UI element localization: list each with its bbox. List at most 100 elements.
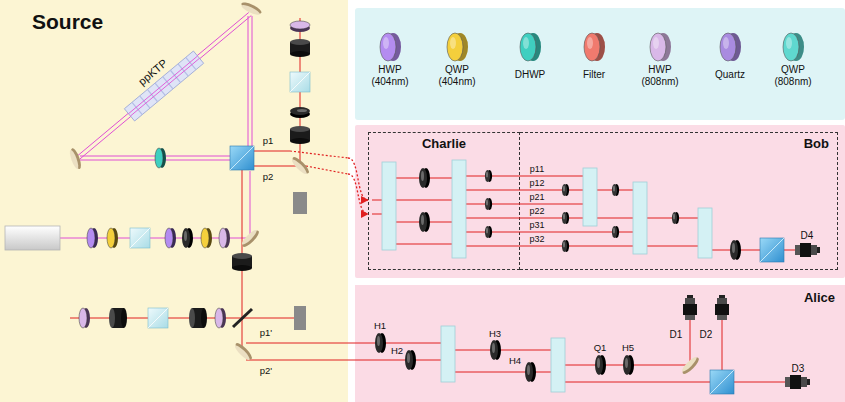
swatch-disc — [450, 37, 456, 49]
party-name: Alice — [804, 290, 835, 306]
path-label: p12 — [529, 178, 544, 188]
beam-connector — [348, 158, 368, 200]
swatch-disc — [723, 37, 729, 49]
waveplate-label: Q1 — [594, 343, 607, 354]
legend-swatch — [515, 30, 545, 64]
optic-rect — [355, 125, 845, 278]
optic-rect — [452, 160, 466, 258]
optic-line — [466, 204, 583, 205]
optic-line — [722, 320, 723, 370]
optic-use — [485, 170, 492, 182]
optic-use — [290, 72, 310, 92]
path-label: p2' — [260, 366, 272, 377]
label-holder: ppKTP — [136, 56, 170, 87]
legend-swatch — [375, 30, 405, 64]
detector-label: D2 — [700, 329, 713, 341]
detector-label: D4 — [801, 230, 814, 242]
optic-g — [124, 51, 203, 121]
optic-rect — [698, 208, 712, 258]
legend-swatch — [579, 30, 609, 64]
swatch-disc — [523, 37, 529, 49]
optic-use — [785, 375, 810, 389]
optic-line — [647, 246, 698, 247]
crystal-label: ppKTP — [136, 56, 170, 87]
legend-text: QWP (808nm) — [766, 64, 820, 88]
party-name: Charlie — [422, 136, 466, 152]
optic-line — [147, 89, 157, 101]
legend-text: QWP (404nm) — [430, 64, 484, 88]
optic-line — [77, 13, 249, 157]
optic-use — [233, 341, 254, 362]
label-holder: H3 — [489, 329, 501, 340]
party-name: Bob — [804, 136, 829, 152]
legend-swatch — [778, 30, 808, 64]
optic-line — [690, 320, 691, 365]
optic-use — [490, 340, 501, 360]
optic-use — [680, 355, 701, 376]
label-holder: p31 — [529, 220, 544, 230]
optic-line — [129, 56, 198, 114]
optic-use — [375, 333, 386, 353]
optic-g — [70, 18, 441, 360]
label-holder: p22 — [529, 206, 544, 216]
legend-text: HWP (404nm) — [363, 64, 417, 88]
optic-use — [240, 228, 261, 249]
optic-line — [372, 200, 382, 201]
optic-line — [396, 200, 452, 201]
optic-use — [612, 226, 619, 238]
optic-use — [715, 295, 729, 320]
optic-use — [87, 228, 98, 248]
optic-line — [455, 372, 551, 373]
detector-label: D1 — [670, 329, 683, 341]
optic-use — [219, 228, 230, 248]
label-holder: p11 — [530, 164, 544, 174]
optic-use — [189, 308, 207, 328]
label-holder: H4 — [509, 356, 521, 367]
optic-line — [306, 166, 348, 174]
optic-line — [132, 102, 142, 114]
optic-use — [562, 184, 569, 196]
optic-line — [170, 70, 180, 82]
optic-rect — [294, 306, 306, 330]
optic-line — [734, 382, 785, 383]
path-label: p21 — [529, 192, 544, 202]
legend-item: QWP (404nm) — [427, 30, 487, 89]
optic-use — [290, 39, 310, 57]
path-label: p2 — [263, 172, 274, 183]
optic-line — [252, 16, 253, 146]
swatch-disc — [587, 37, 593, 49]
optic-use — [485, 226, 492, 238]
legend-text: Quartz — [715, 69, 745, 81]
optic-use — [148, 308, 168, 328]
swatch-disc — [650, 33, 666, 61]
optic-line — [597, 218, 633, 219]
optic-use — [405, 350, 416, 370]
swatch-disc — [783, 33, 799, 61]
optic-line — [70, 318, 294, 319]
swatch-disc — [720, 33, 736, 61]
optic-line — [248, 16, 249, 146]
waveplate-label: H1 — [374, 321, 386, 332]
optic-line — [233, 309, 252, 327]
optic-use — [730, 240, 741, 260]
label-holder: p21 — [529, 192, 544, 202]
optic-use — [107, 228, 118, 248]
optic-rect — [441, 326, 455, 382]
optic-use — [485, 198, 492, 210]
optic-use — [240, 0, 263, 17]
optic-rect — [551, 338, 565, 392]
optic-line — [186, 57, 196, 69]
optic-use — [595, 355, 606, 375]
beam-connector — [348, 174, 368, 214]
optic-line — [372, 214, 382, 215]
legend-text: Filter — [583, 69, 605, 81]
label-holder: p2 — [263, 172, 274, 183]
label-holder: D1 — [670, 329, 683, 341]
optic-use — [562, 212, 569, 224]
label-holder: p1 — [263, 136, 274, 147]
waveplate-label: H2 — [391, 346, 403, 357]
optic-use — [290, 155, 311, 176]
waveplate-label: H3 — [489, 329, 501, 340]
